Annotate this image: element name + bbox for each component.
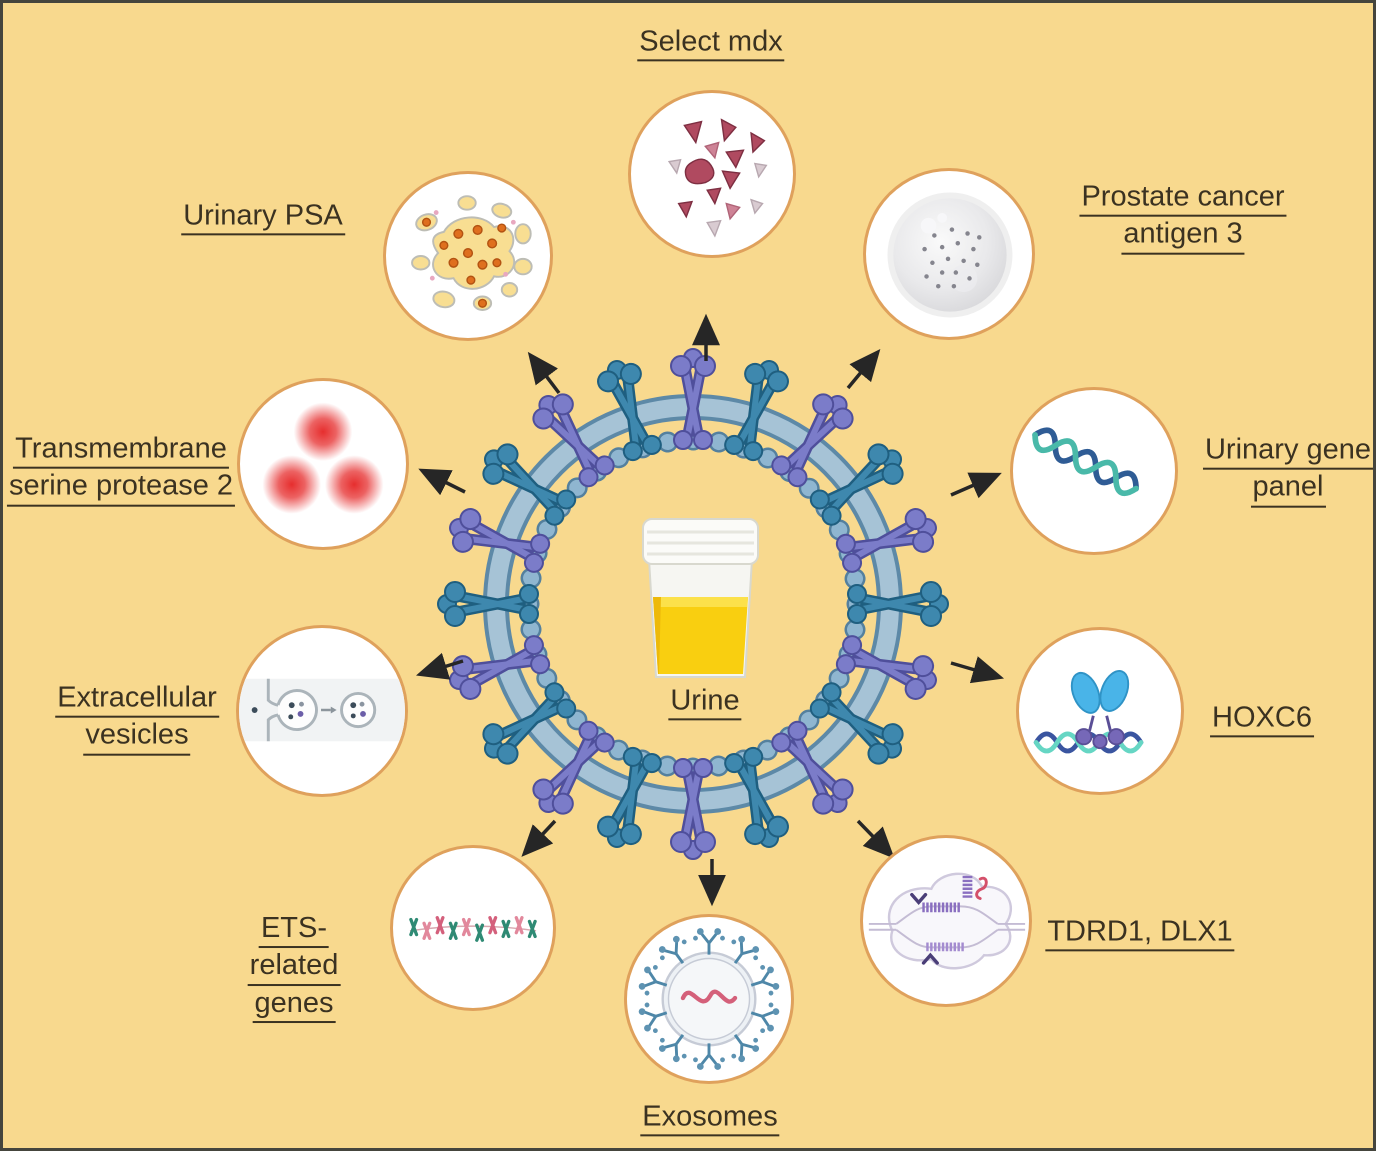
label-tmprss2: Transmembrane serine protease 2 <box>6 433 236 508</box>
node-tmprss2 <box>237 378 409 550</box>
label-gene-panel: Urinary gene panel <box>1202 434 1373 509</box>
vesicle-budding-icon <box>239 678 405 742</box>
label-text: Urine <box>668 685 742 721</box>
label-ets: ETS- related genes <box>247 912 341 1024</box>
arrow-to-hoxc6 <box>950 656 1005 684</box>
arrow-to-gene-panel <box>950 472 1002 499</box>
chromosomes-icon <box>409 916 537 942</box>
dna-helix-icon <box>1032 427 1139 497</box>
label-urine: Urine <box>668 684 742 721</box>
arrow-to-tmprss2 <box>418 468 466 496</box>
label-urinary-psa: Urinary PSA <box>181 199 345 236</box>
center-composition <box>415 313 1005 907</box>
psa-cells-icon <box>411 195 533 311</box>
label-pca3: Prostate cancer antigen 3 <box>1079 181 1287 256</box>
protein-dna-binding-icon <box>1033 670 1144 754</box>
label-text: Select mdx <box>637 26 785 62</box>
label-text: Exosomes <box>640 1101 780 1137</box>
red-foci-icon <box>262 402 384 514</box>
label-text: related <box>247 950 341 986</box>
arrow-to-tdrd1 <box>856 819 895 859</box>
node-hoxc6 <box>1016 627 1184 795</box>
label-text: Prostate cancer <box>1079 181 1287 217</box>
label-ev: Extracellular vesicles <box>55 682 219 757</box>
cell-sphere-icon <box>887 192 1013 318</box>
exosome-icon <box>635 926 783 1072</box>
cell-membrane-ring-icon <box>438 349 948 859</box>
arrow-to-urinary-psa <box>527 351 561 395</box>
arrow-to-pca3 <box>846 348 881 390</box>
node-tdrd1 <box>860 835 1032 1007</box>
node-ets <box>390 845 556 1011</box>
label-tdrd1: TDRD1, DLX1 <box>1045 915 1235 952</box>
label-text: ETS- <box>258 912 330 949</box>
node-exosomes <box>624 914 794 1084</box>
node-urinary-psa <box>383 171 553 341</box>
arrow-to-ev <box>415 652 464 680</box>
label-text: vesicles <box>83 719 191 756</box>
node-ev <box>236 625 408 797</box>
label-text: Urinary PSA <box>181 200 345 236</box>
label-text: Transmembrane <box>13 433 229 469</box>
gene-expression-icon <box>868 872 1026 970</box>
arrow-group <box>415 313 1005 907</box>
label-text: HOXC6 <box>1210 702 1314 738</box>
label-text: Extracellular <box>55 682 219 718</box>
label-text: TDRD1, DLX1 <box>1045 916 1235 952</box>
label-text: antigen 3 <box>1121 218 1245 255</box>
node-pca3 <box>863 168 1035 340</box>
urine-cup-icon <box>642 518 759 678</box>
tissue-fragments-icon <box>667 118 768 238</box>
label-text: serine protease 2 <box>6 470 236 507</box>
label-text: genes <box>252 987 336 1023</box>
node-select-mdx <box>628 90 796 258</box>
label-exosomes: Exosomes <box>640 1100 780 1137</box>
node-gene-panel <box>1010 387 1178 555</box>
label-select-mdx: Select mdx <box>637 25 785 62</box>
label-hoxc6: HOXC6 <box>1210 701 1314 738</box>
label-text: Urinary gene <box>1202 434 1373 470</box>
arrow-to-ets <box>521 819 557 857</box>
label-text: panel <box>1250 471 1326 508</box>
